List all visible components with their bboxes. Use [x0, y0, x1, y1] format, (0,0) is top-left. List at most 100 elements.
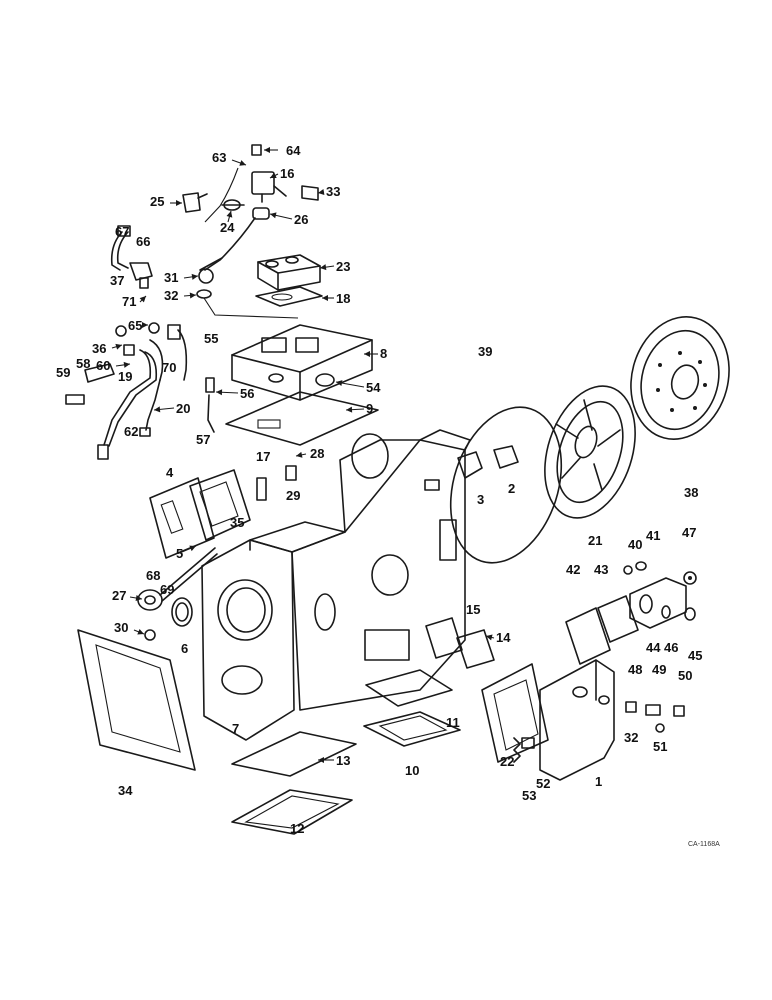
callout-16: 16: [269, 166, 294, 181]
part-31: [198, 257, 223, 284]
part-number-label: 64: [286, 143, 301, 158]
part-number-label: 66: [136, 234, 150, 249]
callout-68: 68: [146, 568, 160, 583]
callout-39: 39: [478, 344, 492, 359]
part-8: [231, 324, 373, 401]
callout-21: 21: [588, 533, 602, 548]
part-number-label: 24: [220, 220, 235, 235]
callout-11: 11: [446, 715, 460, 730]
callout-52: 52: [536, 776, 550, 791]
part-67-tube: [110, 225, 131, 271]
part-number-label: 55: [204, 331, 218, 346]
callout-14: 14: [485, 630, 511, 645]
part-number-label: 63: [212, 150, 226, 165]
callout-54: 54: [335, 380, 381, 395]
part-52: [513, 737, 535, 763]
arrowhead-25: [176, 200, 182, 206]
part-number-label: 60: [96, 358, 110, 373]
callout-15: 15: [466, 602, 480, 617]
part-38: [630, 316, 730, 440]
drawing-code: CA-1168A: [688, 841, 720, 848]
part-number-label: 42: [566, 562, 580, 577]
callout-2: 2: [508, 481, 515, 496]
part-number-label: 39: [478, 344, 492, 359]
part-6: [171, 597, 193, 627]
part-66-elbow: [129, 262, 153, 289]
part-14: [456, 629, 495, 669]
part-number-label: 6: [181, 641, 188, 656]
callout-35: 35: [230, 515, 244, 530]
callout-42: 42: [566, 562, 580, 577]
part-number-label: 15: [466, 602, 480, 617]
part-48: [625, 701, 637, 713]
arrowhead-5: [189, 545, 196, 552]
callout-47: 47: [682, 525, 696, 540]
part-number-label: 45: [688, 648, 702, 663]
part-number-label: 54: [366, 380, 381, 395]
callout-40: 40: [628, 537, 642, 552]
arrowhead-36: [115, 343, 122, 350]
part-number-label: 41: [646, 528, 660, 543]
part-number-label: 33: [326, 184, 340, 199]
part-5: [189, 469, 251, 541]
callout-33: 33: [317, 184, 340, 199]
callout-18: 18: [322, 291, 350, 306]
callout-50: 50: [678, 668, 692, 683]
callout-36: 36: [92, 341, 123, 356]
callout-37: 37: [110, 273, 124, 288]
arrowhead-54: [336, 380, 343, 387]
callout-43: 43: [594, 562, 608, 577]
part-29: [285, 465, 297, 481]
part-number-label: 59: [56, 365, 70, 380]
callout-66: 66: [136, 234, 150, 249]
part-leader-line: [203, 297, 299, 319]
part-number-label: 43: [594, 562, 608, 577]
callout-70: 70: [162, 360, 176, 375]
part-number-label: 32: [624, 730, 638, 745]
part-2: [493, 445, 519, 469]
callout-64: 64: [264, 143, 301, 158]
part-number-label: 26: [294, 212, 308, 227]
part-number-label: 7: [232, 721, 239, 736]
part-tubes-cluster: [65, 322, 188, 460]
part-10: [363, 711, 461, 747]
part-number-label: 21: [588, 533, 602, 548]
part-number-label: 2: [508, 481, 515, 496]
part-41: [635, 561, 647, 571]
part-45: [684, 607, 696, 621]
part-number-label: 49: [652, 662, 666, 677]
part-number-label: 8: [380, 346, 387, 361]
callout-31: 31: [164, 270, 199, 285]
part-number-label: 57: [196, 432, 210, 447]
part-number-label: 36: [92, 341, 106, 356]
callout-59: 59: [56, 365, 70, 380]
callout-13: 13: [318, 753, 350, 768]
part-11: [365, 669, 453, 707]
part-32-washer: [196, 289, 212, 299]
part-number-label: 3: [477, 492, 484, 507]
part-25: [182, 192, 208, 213]
arrowhead-71: [139, 296, 146, 303]
part-16: [251, 171, 287, 203]
part-15: [425, 617, 463, 659]
part-number-label: 11: [446, 715, 460, 730]
part-26: [204, 207, 270, 271]
arrowhead-20: [154, 406, 161, 413]
part-24: [221, 199, 245, 211]
part-number-label: 67: [115, 224, 129, 239]
part-50: [673, 705, 685, 717]
arrowhead-14: [486, 634, 493, 641]
arrowhead-33: [318, 189, 325, 195]
part-number-label: 50: [678, 668, 692, 683]
part-number-label: 65: [128, 318, 142, 333]
arrowhead-63: [239, 160, 246, 166]
part-number-label: 52: [536, 776, 550, 791]
part-number-label: 40: [628, 537, 642, 552]
callout-45: 45: [688, 648, 702, 663]
callout-22: 22: [500, 754, 514, 769]
callout-7: 7: [232, 721, 239, 736]
callout-56: 56: [215, 386, 254, 401]
arrowhead-60: [123, 361, 130, 368]
arrowhead-31: [191, 273, 198, 280]
